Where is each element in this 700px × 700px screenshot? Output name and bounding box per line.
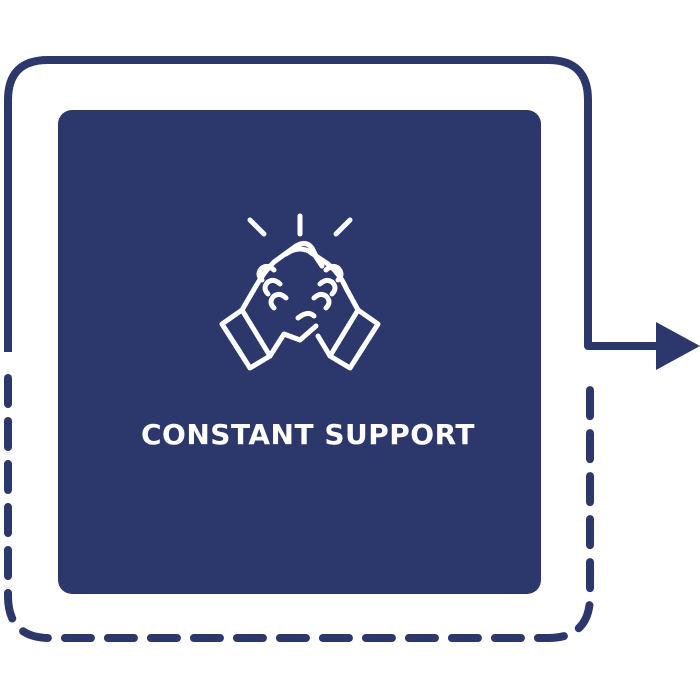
card-title: CONSTANT SUPPORT [141,418,475,451]
handshake-icon [219,213,381,371]
dashed-loop-line [4,374,594,642]
support-card [58,110,541,594]
solid-loop-line [4,56,662,352]
arrow-head-icon [656,322,700,370]
